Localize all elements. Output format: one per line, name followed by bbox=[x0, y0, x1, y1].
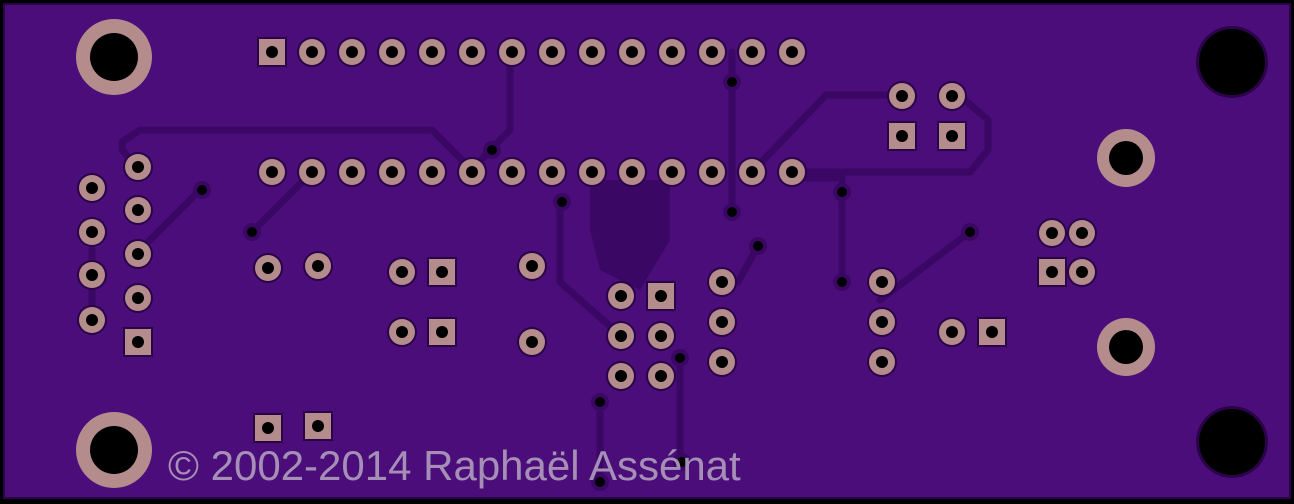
round-pad bbox=[777, 37, 807, 67]
square-pad bbox=[887, 121, 917, 151]
round-pad bbox=[867, 307, 897, 337]
round-pad bbox=[123, 152, 153, 182]
via bbox=[553, 193, 571, 211]
square-pad bbox=[123, 327, 153, 357]
round-pad bbox=[867, 347, 897, 377]
round-pad bbox=[337, 37, 367, 67]
round-pad bbox=[697, 37, 727, 67]
square-pad bbox=[646, 281, 676, 311]
round-pad bbox=[377, 37, 407, 67]
round-pad bbox=[77, 260, 107, 290]
via bbox=[671, 349, 689, 367]
round-pad bbox=[253, 253, 283, 283]
vias bbox=[193, 73, 979, 491]
component-pads bbox=[77, 37, 1097, 443]
round-pad bbox=[517, 251, 547, 281]
round-pad bbox=[123, 239, 153, 269]
round-pad bbox=[867, 267, 897, 297]
round-pad bbox=[457, 37, 487, 67]
square-pad bbox=[257, 37, 287, 67]
square-pad bbox=[303, 411, 333, 441]
via bbox=[833, 273, 851, 291]
round-pad bbox=[887, 81, 917, 111]
square-pad bbox=[427, 317, 457, 347]
round-pad bbox=[737, 37, 767, 67]
round-pad bbox=[77, 305, 107, 335]
round-pad bbox=[123, 283, 153, 313]
round-pad bbox=[657, 157, 687, 187]
round-pad bbox=[537, 157, 567, 187]
round-pad bbox=[77, 173, 107, 203]
round-pad bbox=[497, 37, 527, 67]
mounting-hole bbox=[1097, 318, 1155, 376]
via bbox=[723, 73, 741, 91]
round-pad bbox=[457, 157, 487, 187]
mounting-holes bbox=[76, 19, 1268, 488]
round-pad bbox=[606, 281, 636, 311]
mounting-hole bbox=[1196, 406, 1268, 478]
square-pad bbox=[427, 257, 457, 287]
round-pad bbox=[606, 361, 636, 391]
round-pad bbox=[303, 251, 333, 281]
via bbox=[591, 393, 609, 411]
round-pad bbox=[646, 361, 676, 391]
via bbox=[749, 237, 767, 255]
round-pad bbox=[697, 157, 727, 187]
square-pad bbox=[1037, 257, 1067, 287]
round-pad bbox=[937, 81, 967, 111]
round-pad bbox=[297, 157, 327, 187]
via bbox=[723, 203, 741, 221]
round-pad bbox=[257, 157, 287, 187]
mounting-hole bbox=[76, 412, 152, 488]
round-pad bbox=[387, 317, 417, 347]
round-pad bbox=[297, 37, 327, 67]
round-pad bbox=[737, 157, 767, 187]
via bbox=[483, 141, 501, 159]
mounting-hole bbox=[1196, 26, 1268, 98]
round-pad bbox=[77, 217, 107, 247]
via bbox=[833, 183, 851, 201]
round-pad bbox=[577, 157, 607, 187]
round-pad bbox=[707, 347, 737, 377]
round-pad bbox=[777, 157, 807, 187]
round-pad bbox=[1067, 257, 1097, 287]
round-pad bbox=[537, 37, 567, 67]
mounting-hole bbox=[1097, 129, 1155, 187]
round-pad bbox=[1037, 218, 1067, 248]
square-pad bbox=[937, 121, 967, 151]
round-pad bbox=[497, 157, 527, 187]
via bbox=[961, 223, 979, 241]
via bbox=[673, 453, 691, 471]
round-pad bbox=[123, 195, 153, 225]
round-pad bbox=[707, 267, 737, 297]
round-pad bbox=[617, 157, 647, 187]
via bbox=[243, 223, 261, 241]
round-pad bbox=[417, 157, 447, 187]
round-pad bbox=[517, 327, 547, 357]
round-pad bbox=[646, 321, 676, 351]
via bbox=[193, 181, 211, 199]
square-pad bbox=[253, 413, 283, 443]
square-pad bbox=[977, 317, 1007, 347]
round-pad bbox=[657, 37, 687, 67]
via bbox=[591, 473, 609, 491]
round-pad bbox=[617, 37, 647, 67]
round-pad bbox=[707, 307, 737, 337]
round-pad bbox=[387, 257, 417, 287]
copper-pour bbox=[590, 180, 670, 290]
round-pad bbox=[577, 37, 607, 67]
mounting-hole bbox=[76, 19, 152, 95]
round-pad bbox=[937, 317, 967, 347]
round-pad bbox=[337, 157, 367, 187]
round-pad bbox=[377, 157, 407, 187]
round-pad bbox=[606, 321, 636, 351]
round-pad bbox=[1067, 218, 1097, 248]
copyright-silkscreen: © 2002-2014 Raphaël Assénat bbox=[168, 442, 741, 489]
round-pad bbox=[417, 37, 447, 67]
